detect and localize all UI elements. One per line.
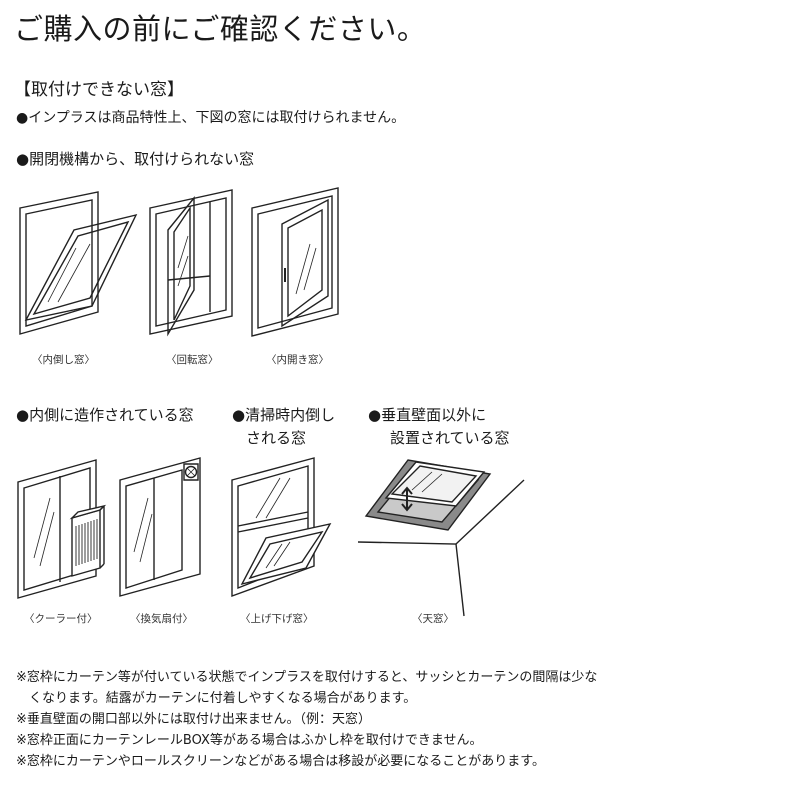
page-title: ご購入の前にご確認ください。 — [14, 12, 427, 46]
note-3: ※窓枠正面にカーテンレールBOX等がある場合はふかし枠を取付けできません。 — [16, 733, 483, 748]
caption-cooler: 〈クーラー付〉 — [24, 613, 98, 625]
fan-window-illustration — [118, 456, 208, 598]
note-1-line1: ※窓枠にカーテン等が付いている状態でインプラスを取付けすると、サッシとカーテンの… — [16, 670, 598, 685]
caption-sash: 〈上げ下げ窓〉 — [240, 613, 314, 625]
section-heading: 【取付けできない窓】 — [14, 80, 184, 100]
pivot-window-illustration — [148, 188, 238, 338]
caption-inner-tilt: 〈内倒し窓〉 — [32, 354, 95, 366]
mechanism-label: ●開閉機構から、取付けられない窓 — [16, 150, 255, 168]
cleaning-label-line1: ●清掃時内倒し — [232, 406, 336, 424]
note-1-line2: くなります。結露がカーテンに付着しやすくなる場合があります。 — [16, 691, 417, 706]
skylight-illustration — [356, 450, 526, 620]
sash-window-illustration — [230, 456, 335, 598]
cooler-window-illustration — [16, 458, 106, 600]
vertical-label-line2: 設置されている窓 — [390, 429, 510, 447]
note-4: ※窓枠にカーテンやロールスクリーンなどがある場合は移設が必要になることがあります… — [16, 754, 545, 769]
intro-text: ●インプラスは商品特性上、下図の窓には取付けられません。 — [16, 110, 406, 126]
caption-skylight: 〈天窓〉 — [412, 613, 454, 625]
caption-fan: 〈換気扇付〉 — [130, 613, 193, 625]
vertical-label-line1: ●垂直壁面以外に — [368, 406, 487, 424]
caption-pivot: 〈回転窓〉 — [166, 354, 219, 366]
cleaning-label-line2: される窓 — [246, 429, 307, 447]
inner-tilt-window-illustration — [18, 190, 143, 335]
caption-inner-open: 〈内開き窓〉 — [266, 354, 329, 366]
note-2: ※垂直壁面の開口部以外には取付け出来ません。（例：天窓） — [16, 712, 372, 727]
inner-label: ●内側に造作されている窓 — [16, 406, 194, 424]
inner-open-window-illustration — [250, 186, 345, 338]
